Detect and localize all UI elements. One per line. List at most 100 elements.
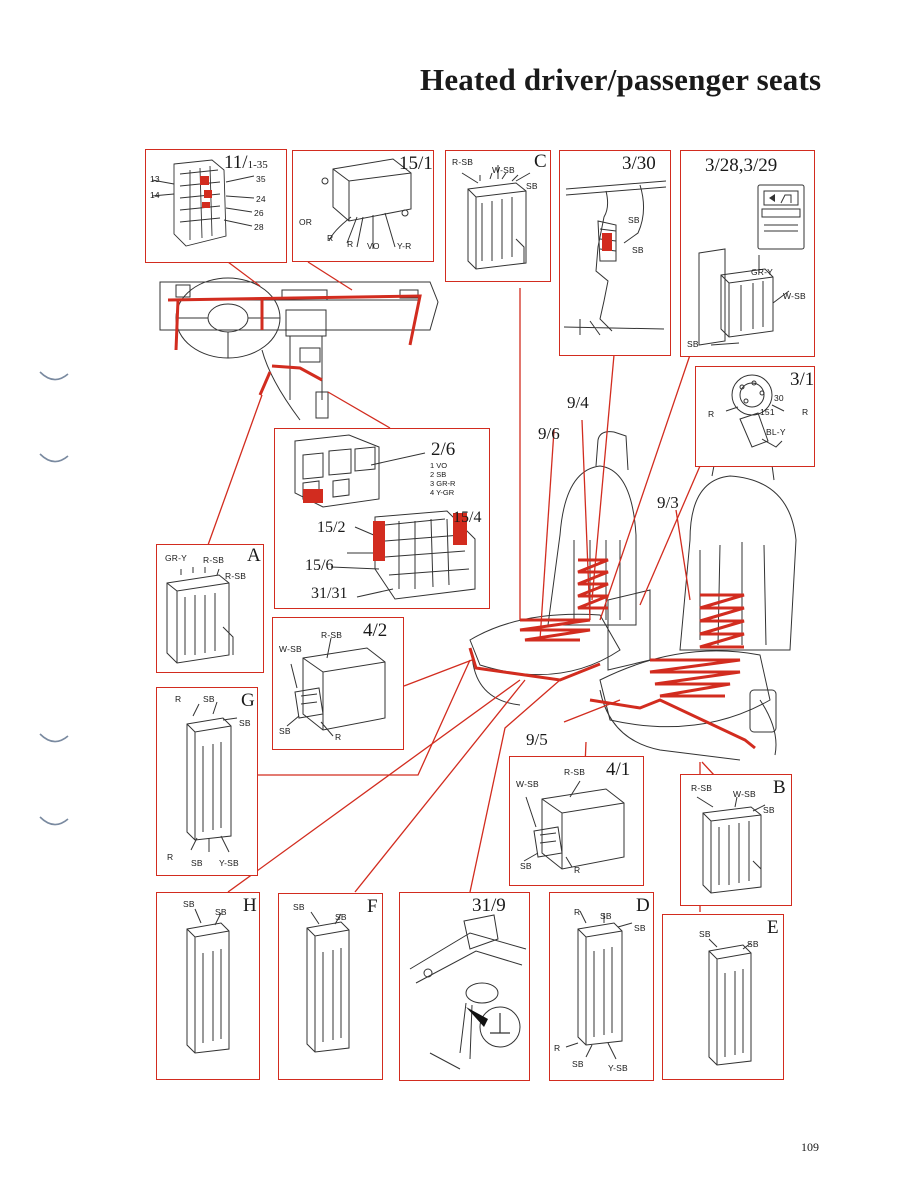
wire-label: 26 [254,208,264,218]
wire-label: SB [203,694,215,704]
wire-label: R-SB [203,555,225,565]
box-id: F [367,896,378,917]
box-id: 3/1 [790,369,815,390]
wire-label: 30 [774,393,784,403]
page-number: 109 [801,1140,819,1154]
wire-label: GR-Y [165,553,188,563]
wire-label: SB [572,1059,584,1069]
wire-label: R-SB [321,630,343,640]
wire-label: R [554,1043,561,1053]
wire-label: W-SB [783,291,806,301]
dash-harness [167,294,422,396]
wire-label: 151 [760,407,775,417]
wire-label: BL-Y [766,427,786,437]
wire-label: SB [687,339,699,349]
wire-label: Y-SB [219,858,239,868]
relay-id: 31/31 [311,585,348,602]
box-id: G [241,690,255,711]
wire-label: 14 [150,190,160,200]
wire-label: SB [632,245,644,255]
callout-9-3: 9/3 [657,493,679,512]
box-id: 4/1 [606,759,631,780]
box-id: E [767,917,779,938]
wire-label: R [347,239,354,249]
seat-switch-panel: 3/28,3/29 GR-Y W-SB SB [680,150,815,357]
dashboard-illustration [159,277,439,421]
wire-label: 35 [256,174,266,184]
relay-id: 15/6 [305,557,334,574]
connector-b-panel: B R-SB W-SB SB [680,774,792,906]
wire-label: SB [183,899,195,909]
wire-label: R [574,865,581,875]
relay-box-panel: 2/6 15/2 15/4 15/6 31/31 [274,428,490,609]
wire-label: R [335,732,342,742]
pin-list: 1 VO 2 SB 3 GR-R 4 Y-GR [430,461,455,497]
wire-label: W-SB [279,644,302,654]
wire-label: SB [747,939,759,949]
callout-9-5: 9/5 [526,730,548,749]
box-id: 4/2 [363,620,388,641]
seat-heat-switch-icon [763,190,799,206]
wire-label: SB [600,911,612,921]
wire-label: R [708,409,715,419]
pin-item: 2 SB [430,470,447,479]
hole-mark [39,733,69,743]
wire-label: SB [520,861,532,871]
temp-sensor-panel: 3/1 R R BL-Y 30 151 [695,366,815,467]
wire-label: SB [526,181,538,191]
box-id: 3/28,3/29 [705,155,778,176]
wire-label: R [175,694,182,704]
ground-symbol-icon [466,1006,521,1048]
callout-9-4: 9/4 [567,393,589,412]
wire-label: R-SB [452,157,474,167]
wire-label: W-SB [492,165,515,175]
box-id: D [636,895,650,916]
wire-label: VO [367,241,380,251]
wire-label: 24 [256,194,266,204]
box-id: 15/1 [399,153,433,174]
wire-label: OR [299,217,313,227]
wire-label: GR-Y [751,267,774,277]
ground-point-panel: 31/9 [399,892,530,1081]
wire-label: SB [215,907,227,917]
wire-label: SB [699,929,711,939]
wire-label: R [802,407,809,417]
relay-4-2-panel: 4/2 W-SB R-SB SB R [272,617,404,750]
relay-4-1-panel: 4/1 W-SB R-SB SB R [509,756,644,886]
wire-label: W-SB [733,789,756,799]
connector-f-panel: F SB SB [278,893,383,1080]
connector-e-panel: E SB SB [662,914,784,1080]
box-id: 2/6 [431,439,456,460]
connector-d-panel: D R SB SB R SB Y-SB [549,892,654,1081]
page-title: Heated driver/passenger seats [420,62,822,97]
pin-item: 1 VO [430,461,448,470]
box-id: 3/30 [622,153,656,174]
hole-mark [39,371,69,381]
fusebox-panel: 11/1-35 13 14 35 24 26 28 [145,149,287,263]
box-id: 11/1-35 [224,152,268,173]
control-module-panel: 15/1 OR R R VO Y-R [292,150,434,262]
wire-label: R-SB [225,571,247,581]
wire-label: R-SB [691,783,713,793]
box-id: C [534,151,547,172]
wire-label: R [167,852,174,862]
box-id: H [243,895,257,916]
connector-a-panel: A GR-Y R-SB R-SB [156,544,264,673]
wire-label: SB [239,718,251,728]
wire-label: SB [763,805,775,815]
connector-h-panel: H SB SB [156,892,260,1080]
connector-g-panel: G R SB SB R SB Y-SB [156,687,258,876]
connector-c-panel: C R-SB W-SB SB [445,150,551,282]
wire-label: W-SB [516,779,539,789]
wire-label: SB [191,858,203,868]
box-id: B [773,777,786,798]
wire-label: R [574,907,581,917]
hole-mark [39,816,69,826]
heating-element [468,558,756,750]
wire-label: Y-SB [608,1063,628,1073]
box-id: A [247,545,261,566]
hole-mark [39,453,69,463]
box-id: 31/9 [472,895,506,916]
relay-id: 15/2 [317,519,346,536]
